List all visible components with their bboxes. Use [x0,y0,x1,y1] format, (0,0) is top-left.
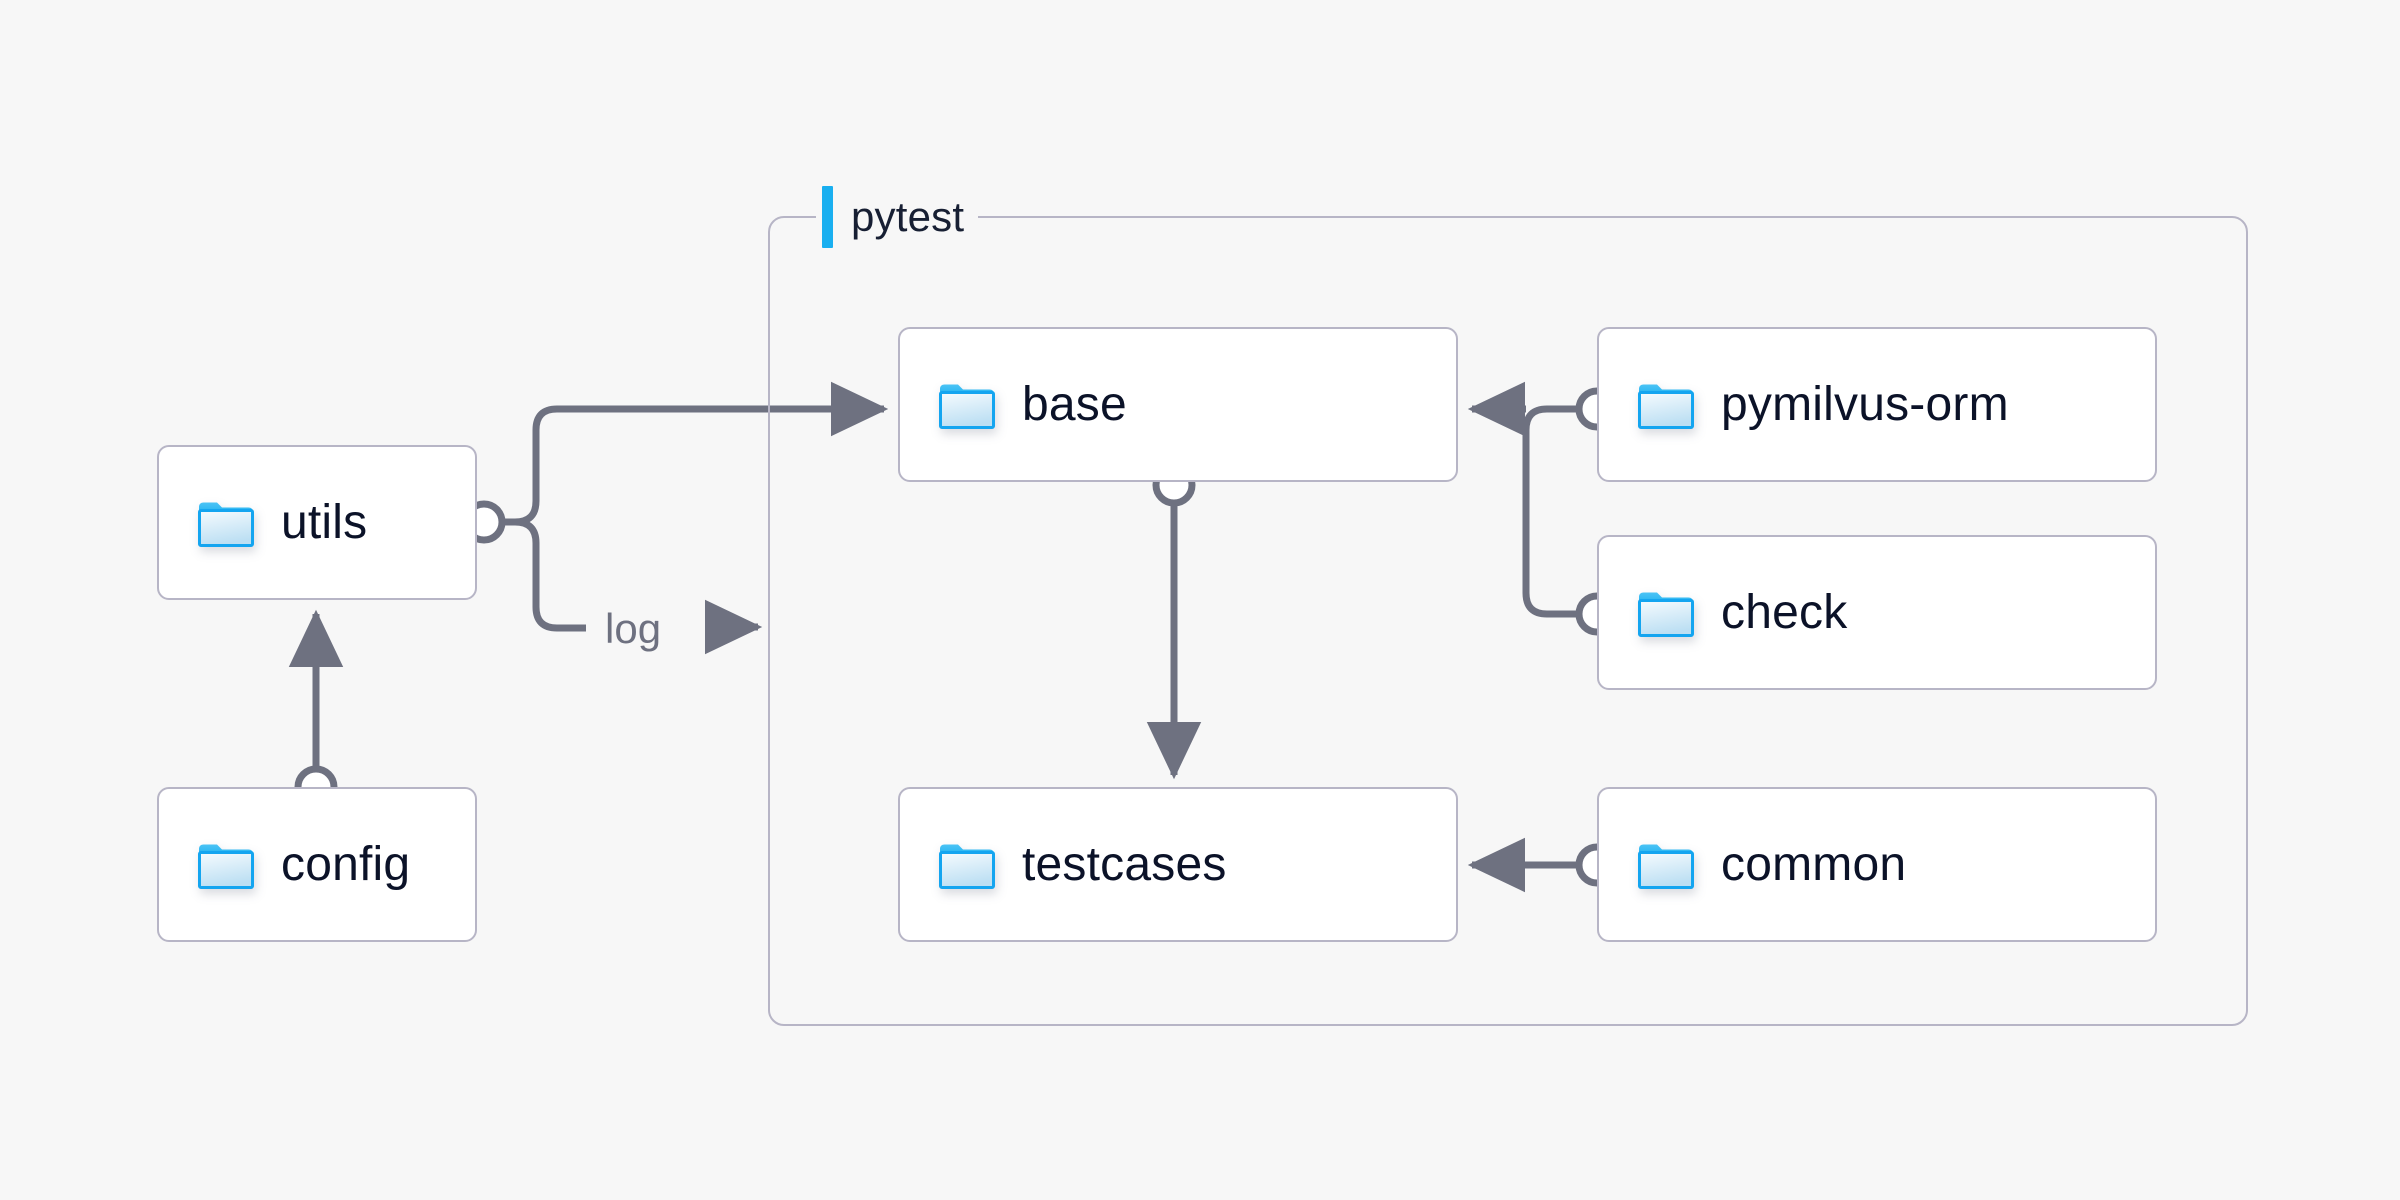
node-label: common [1721,837,1907,891]
node-utils[interactable]: utils [157,445,477,600]
node-testcases[interactable]: testcases [898,787,1458,942]
node-label: config [281,837,411,891]
node-common[interactable]: common [1597,787,2157,942]
folder-icon [939,844,995,889]
folder-icon [198,844,254,889]
node-label: testcases [1022,837,1227,891]
node-label: base [1022,377,1127,431]
node-pymilvus-orm[interactable]: pymilvus-orm [1597,327,2157,482]
node-check[interactable]: check [1597,535,2157,690]
edge-utils-to-log [514,518,586,632]
node-config[interactable]: config [157,787,477,942]
edge-label-log: log [605,605,662,652]
group-title: pytest [851,193,965,240]
node-label: pymilvus-orm [1721,377,2009,431]
node-label: check [1721,585,1848,639]
folder-icon [1638,844,1694,889]
group-pytest-label: pytest [816,186,979,248]
group-pytest[interactable] [768,216,2248,1026]
node-label: utils [281,495,368,549]
folder-icon [1638,384,1694,429]
folder-icon [198,502,254,547]
node-base[interactable]: base [898,327,1458,482]
folder-icon [1638,592,1694,637]
folder-icon [939,384,995,429]
group-accent-bar [822,186,833,248]
